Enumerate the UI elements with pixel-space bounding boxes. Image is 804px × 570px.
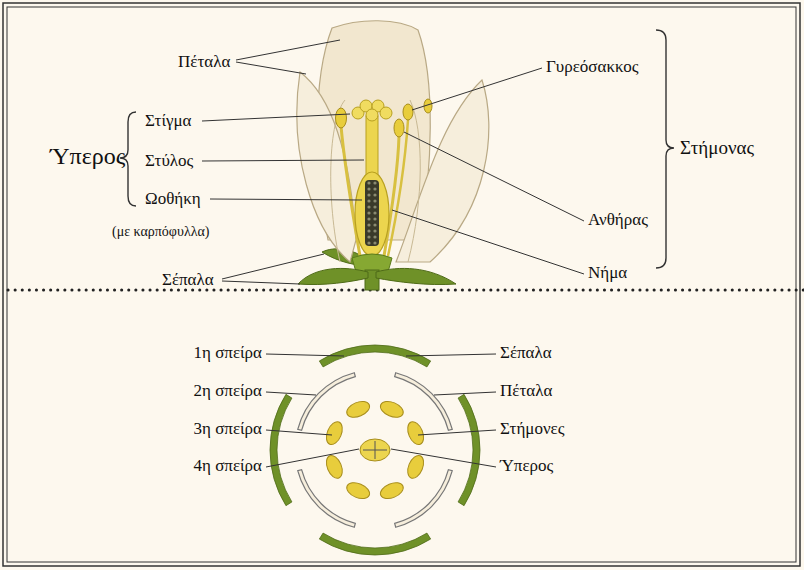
sepal-arc (458, 394, 480, 505)
group-label: Ύπερος (50, 143, 125, 171)
group-label: Στήμονας (680, 137, 754, 159)
part-label: Σέπαλα (500, 343, 552, 363)
part-label: Πέταλα (178, 52, 230, 72)
part-label: Στύλος (145, 151, 193, 171)
petal-arc (395, 470, 453, 528)
part-label: Πέταλα (500, 381, 552, 401)
stamen-mark (378, 398, 406, 420)
stamen-mark (344, 398, 372, 420)
note-label: (με καρπόφυλλα) (112, 224, 209, 240)
sepal-arc (270, 394, 292, 505)
part-label: Ανθήρας (588, 210, 648, 230)
part-label: Στίγμα (145, 111, 192, 131)
whorl-label: 1η σπείρα (194, 343, 263, 363)
stamen-mark (323, 419, 345, 447)
leader-lines (266, 354, 496, 467)
part-label: Ωοθήκη (145, 189, 201, 209)
petal-arc (298, 373, 356, 431)
part-label: Σέπαλα (162, 270, 214, 290)
floral-diagram (270, 345, 480, 555)
pistil-cross (363, 441, 387, 459)
stamen-mark (405, 453, 427, 481)
part-label: Στήμονες (500, 419, 564, 439)
part-label: Ύπερος (500, 456, 553, 476)
whorl-label: 4η σπείρα (194, 456, 263, 476)
part-label: Νήμα (588, 263, 627, 283)
petal-arc (298, 470, 356, 528)
stamen-mark (323, 453, 345, 481)
stamen-mark (344, 480, 372, 502)
petal-arc (395, 373, 453, 431)
stamen-mark (378, 480, 406, 502)
stamen-mark (405, 419, 427, 447)
sepal-arc (319, 533, 430, 555)
whorl-label: 3η σπείρα (194, 419, 263, 439)
leader-lines (120, 30, 674, 284)
whorl-label: 2η σπείρα (194, 381, 263, 401)
flower-section (297, 21, 489, 290)
part-label: Γυρεόσακκος (546, 57, 638, 77)
pistil-mark (360, 439, 390, 461)
